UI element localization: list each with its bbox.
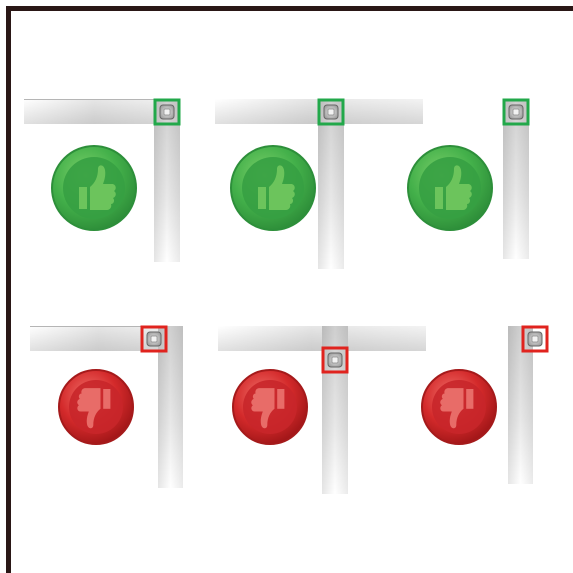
vertical-post [322,326,348,494]
thumbs-down-icon [58,369,134,445]
vertical-post [503,99,529,259]
correct-row [24,98,530,269]
frame [6,6,573,573]
good-connector-marker [317,98,345,126]
incorrect-tee-example [218,326,426,494]
thumbs-down-icon [421,369,497,445]
thumbs-up-icon [230,145,316,231]
correct-corner-example [24,98,181,262]
thumbs-down-icon [232,369,308,445]
thumbs-up-icon [407,145,493,231]
correct-post-end-example [407,98,530,259]
bad-connector-marker [140,325,168,353]
good-connector-marker [153,98,181,126]
thumbs-up-icon [51,145,137,231]
correct-tee-example [215,98,423,269]
bad-connector-marker [321,346,349,374]
bad-connector-marker [521,325,549,353]
incorrect-row [30,325,549,494]
vertical-post [318,99,344,269]
vertical-post [154,99,180,262]
vertical-post [158,326,183,488]
incorrect-corner-example [30,325,183,488]
good-connector-marker [502,98,530,126]
incorrect-post-end-example [421,325,549,484]
